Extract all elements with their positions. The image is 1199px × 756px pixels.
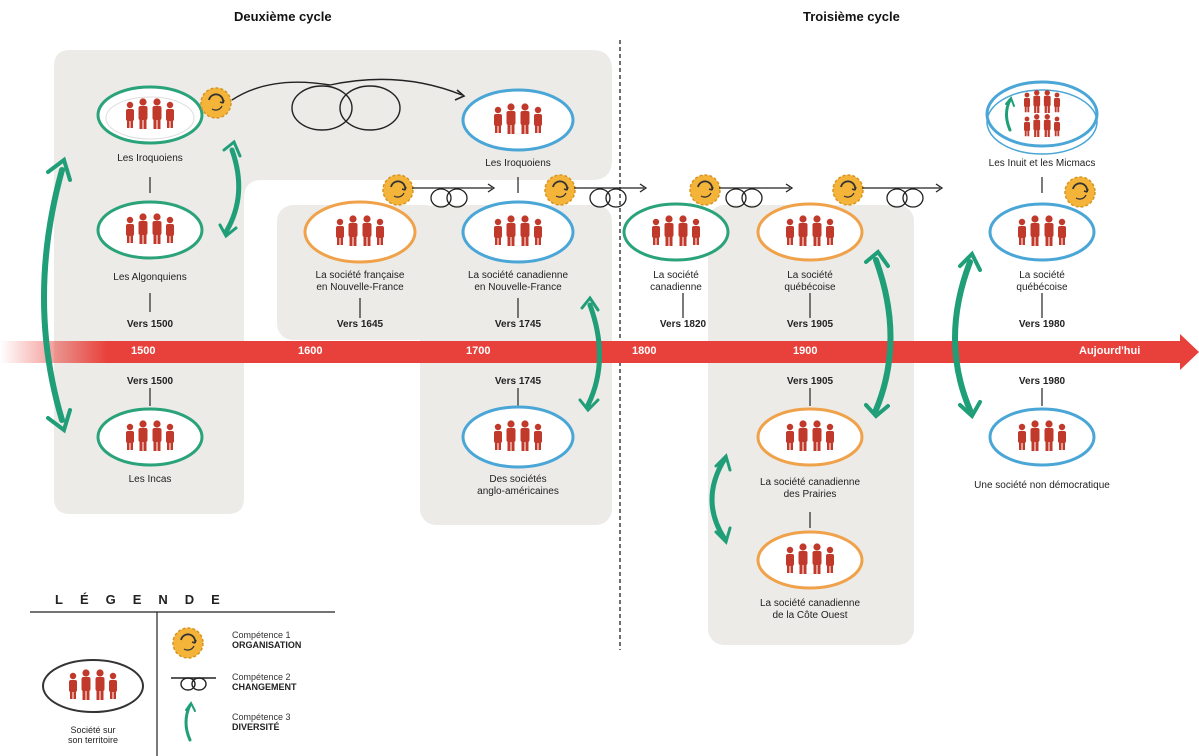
society-oval-incas (96, 407, 204, 467)
gear-icon (1064, 176, 1096, 208)
timeline-year-1800: 1800 (632, 345, 657, 357)
society-oval-canadienne-nf (461, 200, 575, 264)
society-label-canadienne-1820: La société canadienne (650, 270, 702, 293)
society-label-iroquoiens-2: Les Iroquoiens (485, 158, 551, 169)
society-label-francaise: La société française en Nouvelle-France (315, 270, 405, 293)
loop-arrow-icon (574, 183, 648, 208)
society-oval-cote-ouest (756, 530, 864, 590)
double-arrow-icon (709, 453, 732, 545)
loop-arrow-icon (862, 183, 944, 208)
society-label-algonquiens: Les Algonquiens (113, 272, 187, 283)
date-vers-1905-top: Vers 1905 (786, 319, 834, 330)
legend-comp2-label: Compétence 2 (232, 672, 291, 682)
society-label-inuit: Les Inuit et les Micmacs (988, 158, 1096, 169)
society-oval-iroquoiens-1 (96, 85, 204, 145)
date-vers-1645: Vers 1645 (336, 319, 384, 330)
loop-arrow-icon (231, 78, 466, 131)
double-arrow-icon (41, 156, 72, 434)
society-oval-iroquoiens-2 (461, 88, 575, 152)
society-oval-anglo (461, 405, 575, 469)
legend-society-oval (42, 659, 144, 713)
society-label-quebecoise-1980: La société québécoise (1016, 270, 1068, 293)
panel-second-cycle (54, 50, 612, 514)
society-label-quebecoise-1905: La société québécoise (784, 270, 836, 293)
society-oval-canadienne-1820 (622, 202, 730, 262)
double-arrow-icon (952, 250, 982, 420)
timeline-year-1700: 1700 (466, 345, 491, 357)
date-vers-1745-top: Vers 1745 (494, 319, 542, 330)
double-arrow-icon (864, 249, 894, 419)
society-oval-non-democratique (988, 407, 1096, 467)
society-oval-inuit (985, 80, 1099, 155)
society-label-prairies: La société canadienne des Prairies (759, 477, 861, 500)
double-arrow-icon (578, 295, 603, 413)
loop-arrow-icon (719, 183, 794, 208)
legend-comp1-name: ORGANISATION (232, 640, 302, 650)
date-vers-1500-bottom: Vers 1500 (126, 376, 174, 387)
society-oval-francaise (303, 200, 417, 264)
date-vers-1820: Vers 1820 (659, 319, 707, 330)
timeline-year-1500: 1500 (131, 345, 156, 357)
date-vers-1745-bottom: Vers 1745 (494, 376, 542, 387)
gear-icon (689, 174, 721, 206)
date-vers-1500-top: Vers 1500 (126, 319, 174, 330)
double-arrow-icon (1005, 96, 1015, 132)
legend-frame (30, 611, 335, 756)
legend-loop-icon (171, 677, 216, 691)
cycle-title-second: Deuxième cycle (234, 9, 332, 24)
double-arrow-icon (218, 139, 242, 239)
society-oval-quebecoise-1980 (988, 202, 1096, 262)
society-label-cote-ouest: La société canadienne de la Côte Ouest (759, 598, 861, 621)
society-oval-quebecoise-1905 (756, 202, 864, 262)
legend-comp3-label: Compétence 3 (232, 712, 291, 722)
gear-icon (832, 174, 864, 206)
legend-diversity-icon (184, 701, 196, 742)
loop-arrow-icon (412, 183, 496, 208)
date-vers-1905-bottom: Vers 1905 (786, 376, 834, 387)
date-vers-1980-top: Vers 1980 (1018, 319, 1066, 330)
society-label-incas: Les Incas (128, 474, 172, 485)
society-oval-prairies (756, 407, 864, 467)
society-label-canadienne-nf: La société canadienne en Nouvelle-France (467, 270, 569, 293)
timeline-end-label: Aujourd'hui (1079, 345, 1141, 357)
legend-comp1-label: Compétence 1 (232, 630, 291, 640)
timeline-year-1900: 1900 (793, 345, 818, 357)
gear-icon (382, 174, 414, 206)
legend-comp3-name: DIVERSITÉ (232, 722, 280, 732)
cycle-title-third: Troisième cycle (803, 9, 900, 24)
legend-society-label: Société sur son territoire (67, 725, 119, 745)
society-oval-algonquiens (96, 200, 204, 260)
legend-comp2-name: CHANGEMENT (232, 682, 297, 692)
legend-title: LÉGENDE (55, 592, 237, 607)
timeline-year-1600: 1600 (298, 345, 323, 357)
legend-gear-icon (172, 627, 204, 659)
society-label-non-democratique: Une société non démocratique (974, 480, 1110, 491)
society-label-iroquoiens-1: Les Iroquoiens (117, 153, 183, 164)
society-label-anglo: Des sociétés anglo-américaines (477, 474, 559, 497)
gear-icon (544, 174, 576, 206)
date-vers-1980-bottom: Vers 1980 (1018, 376, 1066, 387)
gear-icon (200, 87, 232, 119)
